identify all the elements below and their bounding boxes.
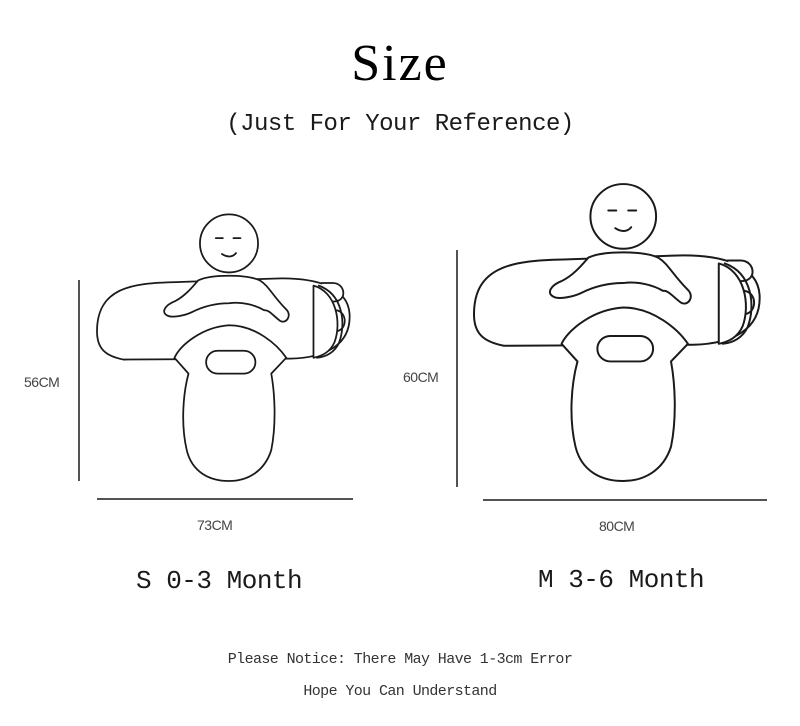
size-s-label: S 0-3 Month [136, 566, 303, 596]
size-m-label: M 3-6 Month [538, 565, 705, 595]
swaddle-m-illustration [473, 183, 761, 482]
page-subtitle: (Just For Your Reference) [226, 111, 574, 138]
m-height-label: 60CM [403, 369, 439, 385]
swaddle-s-illustration [96, 213, 351, 482]
s-height-label: 56CM [24, 374, 60, 390]
page-title: Size [351, 35, 449, 92]
notice-line-1: Please Notice: There May Have 1-3cm Erro… [227, 651, 573, 668]
m-width-label: 80CM [599, 518, 635, 534]
notice-line-2: Hope You Can Understand [303, 683, 497, 700]
s-width-label: 73CM [197, 517, 233, 533]
